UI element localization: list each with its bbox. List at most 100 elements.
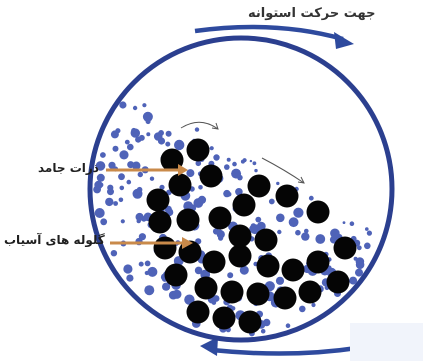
solid-particle	[113, 201, 118, 206]
solid-particle	[95, 208, 105, 218]
solid-particle	[343, 221, 346, 224]
solid-particle	[350, 221, 355, 226]
solid-particle	[357, 245, 362, 250]
solid-particle	[133, 106, 137, 110]
solid-particle	[125, 140, 130, 145]
grinding-ball	[213, 307, 236, 330]
solid-particle	[330, 229, 340, 239]
solid-particle	[277, 230, 281, 234]
solid-particle	[97, 174, 105, 182]
solid-particle	[276, 277, 284, 285]
solid-particle	[227, 272, 233, 278]
solid-particle	[295, 230, 301, 236]
solid-particle	[120, 186, 125, 191]
solid-particle	[198, 185, 203, 190]
solid-particle	[127, 144, 134, 151]
grinding-ball	[165, 264, 188, 287]
grinding-ball	[276, 185, 299, 208]
solid-particle	[100, 152, 106, 158]
solid-particle	[138, 172, 143, 177]
solid-particle	[174, 140, 184, 150]
solid-particle	[254, 169, 257, 172]
solid-particle	[224, 164, 230, 170]
grinding-ball	[307, 201, 330, 224]
grinding-ball	[187, 139, 210, 162]
grinding-ball	[247, 283, 270, 306]
solid-particle	[251, 223, 256, 228]
grinding-ball	[200, 165, 223, 188]
solid-particle	[131, 128, 136, 133]
solid-particle	[146, 119, 151, 124]
corner-panel	[350, 323, 423, 361]
grinding-ball	[229, 245, 252, 268]
solid-particle	[309, 196, 314, 201]
grinding-ball	[239, 311, 262, 334]
grinding-ball	[274, 287, 297, 310]
solid-particle	[115, 128, 120, 133]
solid-particle	[146, 132, 150, 136]
grinding-ball	[327, 271, 350, 294]
solid-particle	[145, 261, 151, 267]
solid-particle	[186, 169, 194, 177]
solid-particle	[355, 269, 363, 277]
grinding-ball	[187, 301, 210, 324]
solid-particle	[137, 187, 143, 193]
solid-particle	[198, 196, 206, 204]
solid-particle	[210, 146, 214, 150]
grinding-ball	[147, 189, 170, 212]
solid-particle	[311, 303, 315, 307]
solid-particle	[172, 290, 181, 299]
solid-particle	[299, 306, 306, 313]
grinding-ball	[203, 251, 226, 274]
grinding-ball	[229, 225, 252, 248]
solid-particle	[158, 130, 164, 136]
grinding-ball	[299, 281, 322, 304]
solid-particle	[218, 236, 223, 241]
grinding-ball	[195, 277, 218, 300]
solid-particle	[119, 198, 124, 203]
grinding-ball	[257, 255, 280, 278]
grinding-ball	[334, 237, 357, 260]
solid-particle	[195, 127, 199, 131]
solid-particle	[261, 329, 266, 334]
solid-particle	[118, 173, 125, 180]
solid-particle	[250, 160, 252, 162]
solid-particle	[144, 285, 154, 295]
solid-particle	[365, 227, 369, 231]
solid-particle	[227, 158, 231, 162]
grinding-ball	[209, 207, 232, 230]
solid-particle	[255, 217, 261, 223]
solid-particles-label: ذرات جامد	[38, 161, 99, 175]
solid-particle	[253, 161, 257, 165]
solid-particle	[301, 232, 309, 240]
solid-particle	[232, 162, 237, 167]
solid-particle	[145, 271, 149, 275]
solid-particle	[158, 137, 165, 144]
drum-direction-title: جهت حرکت استوانه	[248, 6, 375, 21]
solid-particle	[119, 101, 126, 108]
grinding-ball	[221, 281, 244, 304]
solid-particle	[315, 234, 325, 244]
solid-particle	[147, 267, 157, 277]
rotation-arrow-bottom	[212, 348, 357, 354]
grinding-ball	[177, 209, 200, 232]
solid-particle	[293, 208, 303, 218]
solid-particle	[356, 260, 365, 269]
grinding-ball	[169, 174, 192, 197]
solid-particle	[231, 169, 241, 179]
solid-particle	[349, 277, 357, 285]
grinding-ball	[154, 237, 177, 260]
solid-particle	[127, 180, 132, 185]
rotation-arrow-top-head	[334, 32, 354, 49]
grinding-ball	[282, 259, 305, 282]
rotation-arrow-top	[195, 27, 343, 39]
grinding-ball	[149, 211, 172, 234]
grinding-ball	[307, 251, 330, 274]
grinding-ball	[255, 229, 278, 252]
solid-particle	[227, 192, 232, 197]
solid-particle	[111, 250, 117, 256]
solid-particle	[142, 103, 146, 107]
solid-particle	[166, 131, 172, 137]
